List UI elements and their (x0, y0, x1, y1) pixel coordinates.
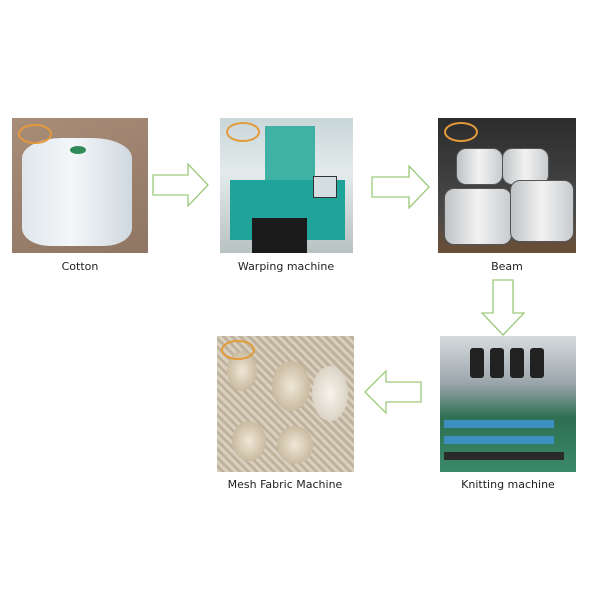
warp-beam (530, 348, 544, 378)
spool-core (70, 146, 86, 154)
logo-icon (18, 124, 52, 144)
fabric-tuft (277, 426, 313, 464)
beam-photo (438, 118, 576, 253)
beam-reel (456, 148, 503, 185)
step-label-mesh-fabric: Mesh Fabric Machine (227, 478, 343, 491)
machine-bar (444, 420, 554, 428)
step-label-knitting: Knitting machine (461, 478, 555, 491)
cotton-spool (22, 138, 132, 246)
warp-beam (490, 348, 504, 378)
control-panel (313, 176, 337, 198)
warping-machine-photo (220, 118, 353, 253)
arrow-right-icon (371, 165, 430, 209)
machine-bar (444, 436, 554, 444)
beam-reel (510, 180, 574, 242)
step-label-warping: Warping machine (237, 260, 335, 273)
fabric-tuft (232, 421, 266, 461)
step-label-cotton: Cotton (61, 260, 99, 273)
warp-beam (510, 348, 524, 378)
fabric-tuft (272, 361, 310, 411)
arrow-down-icon (481, 279, 525, 336)
arrow-left-icon (364, 370, 422, 414)
arrow-right-icon (152, 163, 209, 207)
logo-icon (226, 122, 260, 142)
machine-base (252, 218, 307, 253)
step-label-beam: Beam (491, 260, 523, 273)
logo-icon (221, 340, 255, 360)
logo-icon (444, 122, 478, 142)
cotton-photo (12, 118, 148, 253)
warp-beam (470, 348, 484, 378)
machine-bar (444, 452, 564, 460)
knitting-machine-photo (440, 336, 576, 472)
mesh-fabric-photo (217, 336, 354, 472)
fabric-tuft (312, 366, 348, 421)
beam-reel (444, 188, 512, 245)
machine-creel (265, 126, 315, 186)
beam-reel (502, 148, 549, 185)
